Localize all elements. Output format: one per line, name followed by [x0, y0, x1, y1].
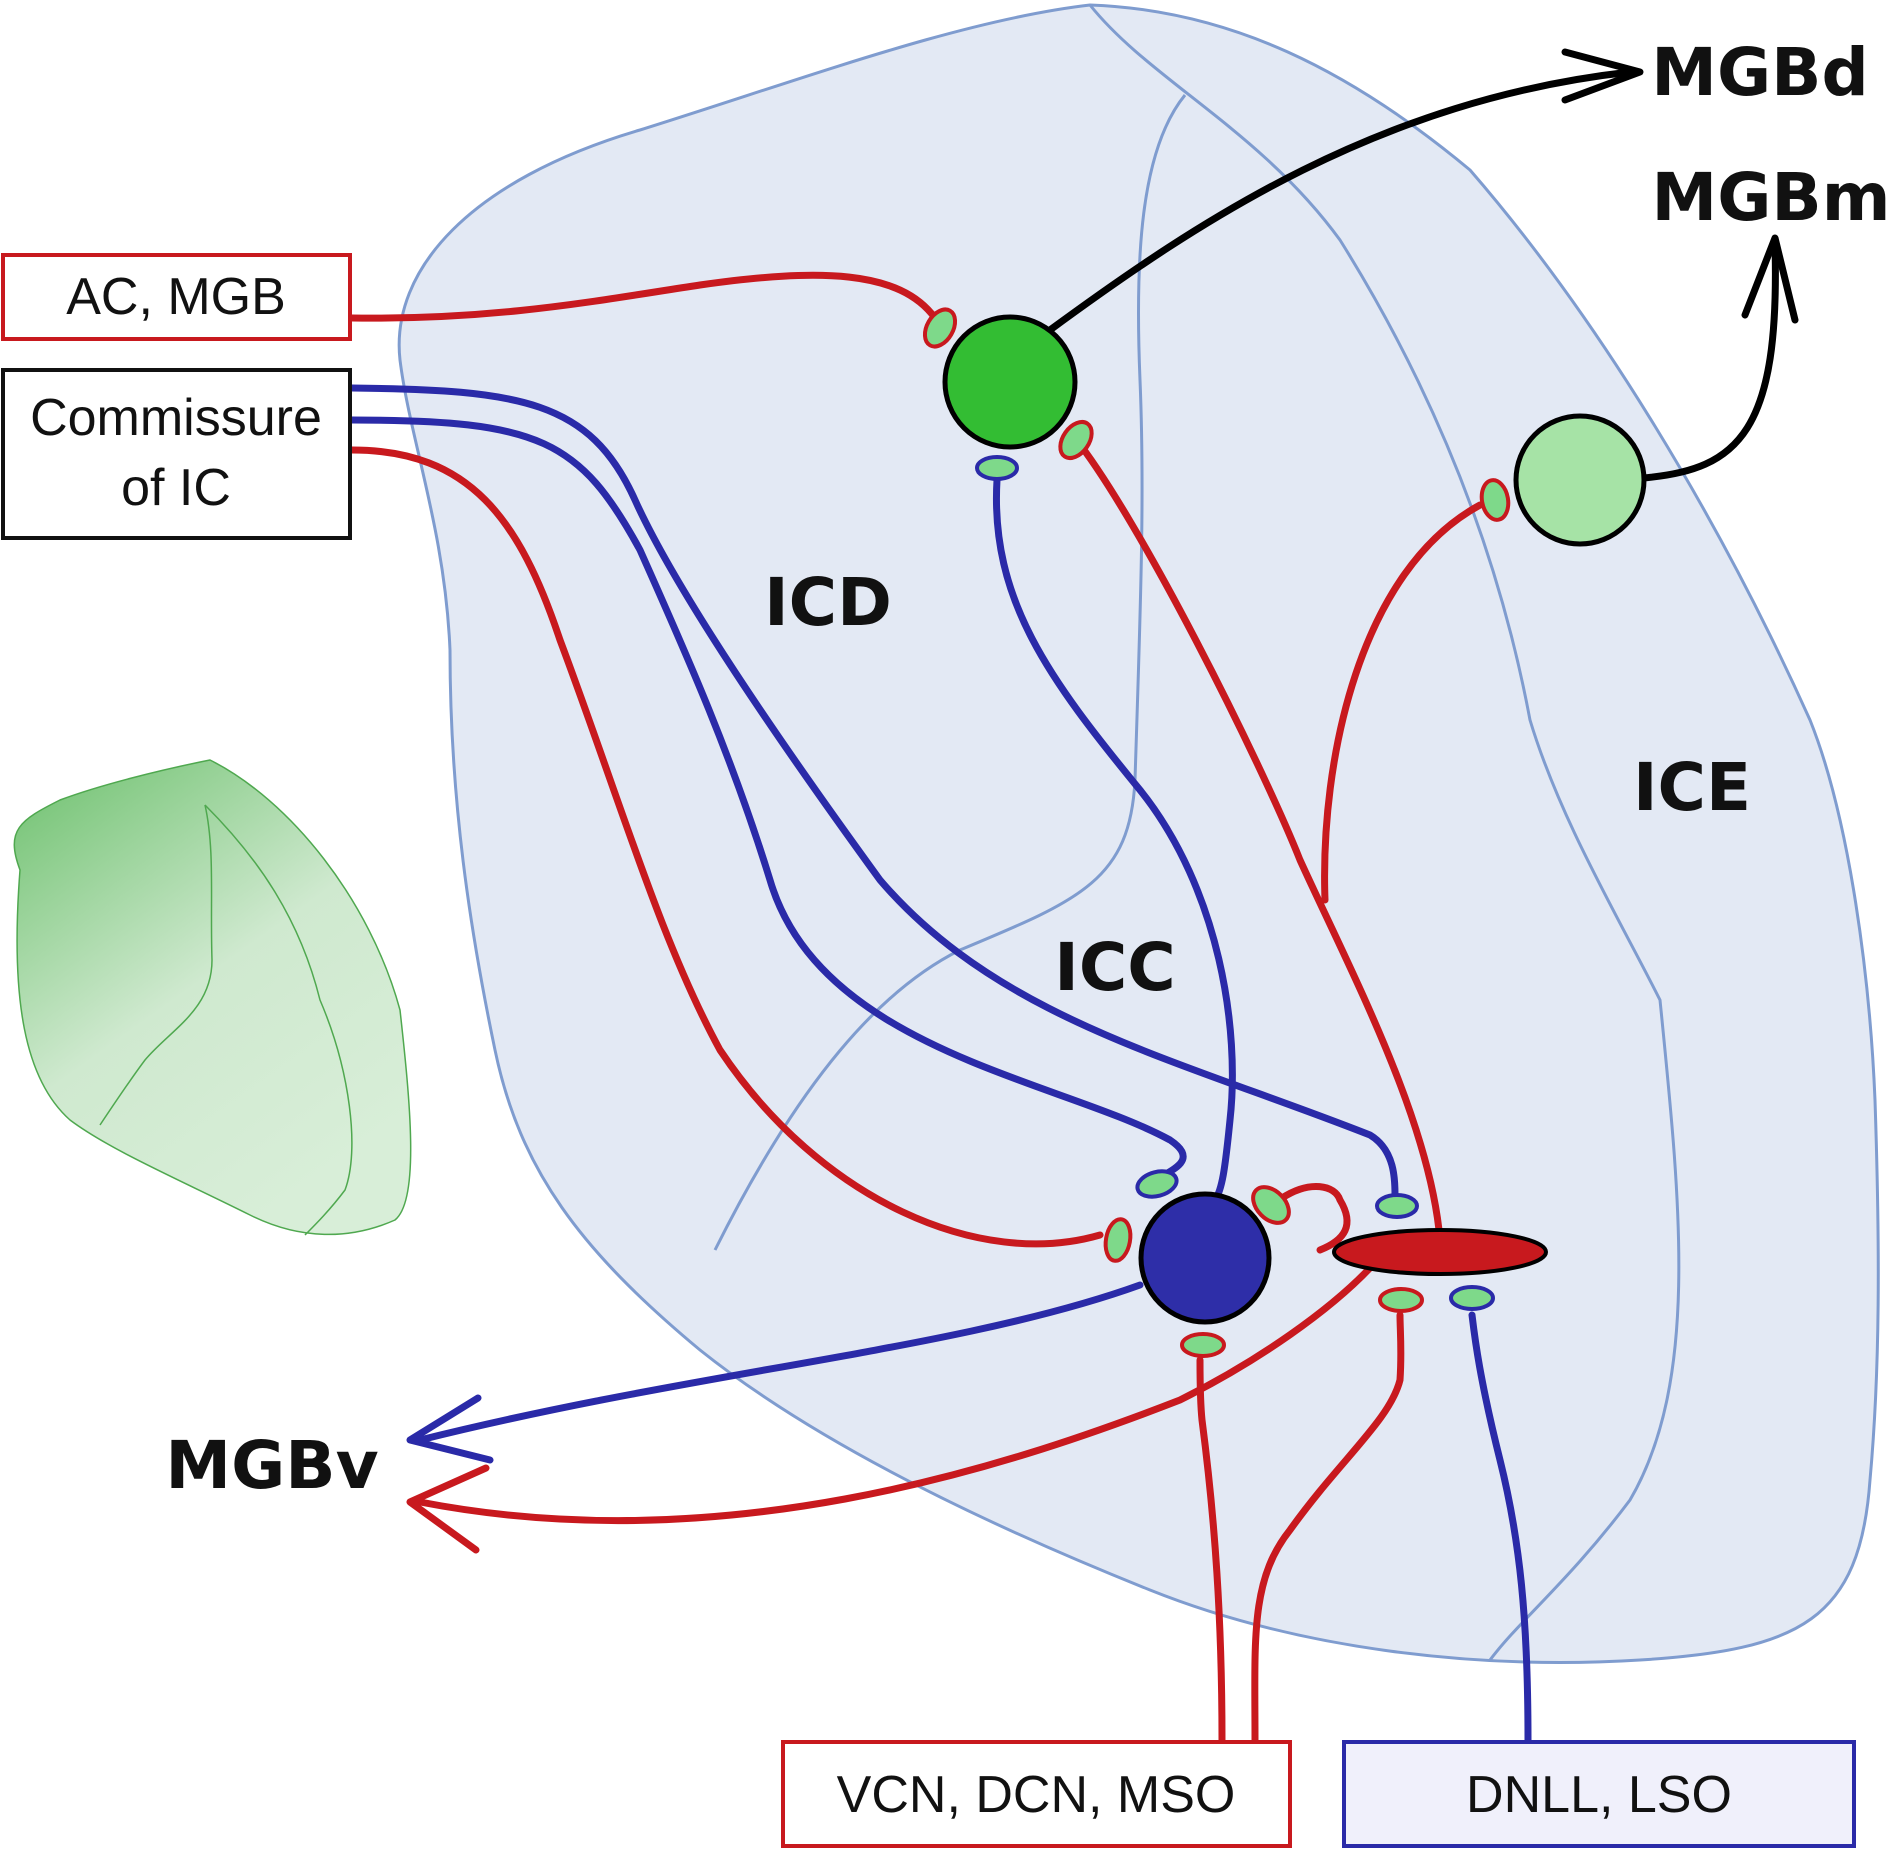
input-label-dnll-lso: DNLL, LSO: [1466, 1766, 1732, 1824]
inhibitory-fibers: [348, 384, 1532, 1744]
input-label-commissure-line1: Commissure: [30, 389, 322, 447]
terminal-red-dnll: [1449, 1285, 1495, 1311]
fiber-icc-local: [1278, 1183, 1351, 1254]
input-box-commissure: Commissure of IC: [1, 368, 352, 540]
output-label-mgbm: MGBm: [1652, 159, 1888, 236]
fiber-vcn-to-red: [1251, 1311, 1405, 1744]
arrowhead-mgbd: [1561, 48, 1644, 104]
input-box-ac-mgb: AC, MGB: [1, 253, 352, 341]
terminal-icc-commissure-red: [1103, 1217, 1133, 1263]
region-label-ice: ICE: [1633, 749, 1751, 826]
terminal-red-commissure: [1375, 1193, 1419, 1219]
fiber-commissure-to-red-terminal: [348, 384, 1399, 1199]
arrowhead-mgbv-blue: [406, 1394, 494, 1464]
fiber-icd-terminal-to-icc: [992, 476, 1236, 1204]
fiber-commissure-to-icc-red: [348, 446, 1104, 1248]
synaptic-terminals: [922, 307, 1511, 1358]
arrowhead-mgbv-red: [406, 1464, 490, 1554]
input-label-commissure-line2: of IC: [121, 459, 231, 517]
output-label-mgbd: MGBd: [1651, 34, 1868, 111]
terminal-red-vcn: [1378, 1287, 1424, 1313]
input-box-dnll-lso: DNLL, LSO: [1342, 1740, 1856, 1848]
fiber-icd-to-red-neuron: [1071, 434, 1444, 1244]
terminal-icd-inhibitory: [975, 455, 1019, 481]
terminal-icc-commissure-blue: [1135, 1169, 1179, 1199]
excitatory-fibers: [348, 271, 1484, 1744]
terminal-icd-to-red: [1058, 419, 1094, 461]
fiber-commissure-to-icc-terminal: [348, 416, 1187, 1179]
fiber-vcn-to-icc: [1196, 1356, 1226, 1744]
arrowhead-mgbm: [1741, 234, 1799, 324]
fiber-ac-mgb-to-icd: [348, 271, 939, 322]
fiber-ice-to-mgbm: [1639, 241, 1779, 482]
input-box-vcn-dcn-mso: VCN, DCN, MSO: [781, 1740, 1292, 1848]
output-label-mgbv: MGBv: [165, 1427, 378, 1504]
inset-ic-outline: [13, 759, 412, 1236]
region-label-icc: ICC: [1054, 929, 1175, 1006]
neuron-icd-green: [942, 314, 1078, 450]
terminal-icc-vcn: [1180, 1332, 1226, 1358]
fiber-icc-to-mgbv: [416, 1281, 1144, 1444]
terminal-ice-input: [1479, 478, 1511, 522]
fiber-dnll-to-red: [1468, 1311, 1532, 1744]
fiber-red-to-mgbv: [416, 1264, 1374, 1524]
neuron-red-elongated: [1332, 1228, 1548, 1276]
terminal-ac-to-icd: [922, 307, 958, 349]
neuron-icc-blue: [1138, 1191, 1272, 1325]
region-label-icd: ICD: [764, 564, 892, 641]
neuron-ice-light-green: [1513, 413, 1647, 547]
terminal-icc-local: [1251, 1185, 1291, 1225]
output-fibers: [1046, 48, 1799, 482]
fiber-red-to-ice: [1321, 501, 1484, 904]
fiber-icd-to-mgbd: [1046, 68, 1634, 334]
input-label-vcn-dcn-mso: VCN, DCN, MSO: [837, 1766, 1236, 1824]
input-label-ac-mgb: AC, MGB: [66, 268, 286, 326]
